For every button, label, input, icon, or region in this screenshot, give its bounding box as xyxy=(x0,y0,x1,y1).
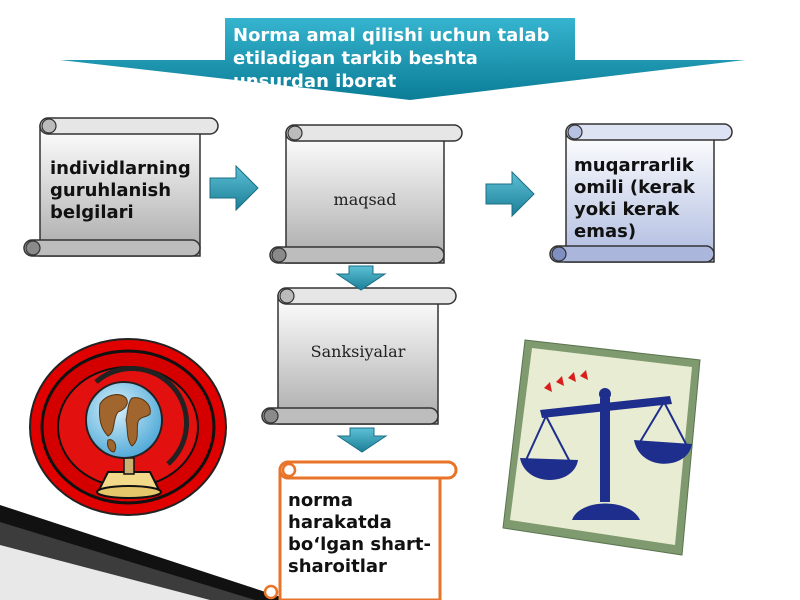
node-left-text: individlarning guruhlanish belgilari xyxy=(50,158,191,223)
corner-decoration xyxy=(0,505,290,600)
scroll-center xyxy=(269,124,463,264)
globe-icon xyxy=(29,338,227,516)
scroll-middle xyxy=(261,287,457,425)
title-banner xyxy=(60,18,745,100)
scales-of-justice-icon xyxy=(502,339,701,556)
node-center-text: maqsad xyxy=(333,190,397,209)
arrow-down-1 xyxy=(335,265,387,291)
node-bottom-text: norma harakatda bo‘lgan shart-sharoitlar xyxy=(288,490,431,577)
arrow-right-2 xyxy=(485,170,535,218)
banner-title: Norma amal qilishi uchun talab etiladiga… xyxy=(233,25,550,92)
scroll-left xyxy=(23,117,219,257)
scroll-bottom xyxy=(263,460,458,600)
node-middle-text: Sanksiyalar xyxy=(310,342,406,361)
scroll-right xyxy=(549,123,733,263)
node-right-text: muqarrarlik omili (kerak yoki kerak emas… xyxy=(574,155,695,242)
arrow-right-1 xyxy=(209,164,259,212)
arrow-down-2 xyxy=(336,427,388,453)
